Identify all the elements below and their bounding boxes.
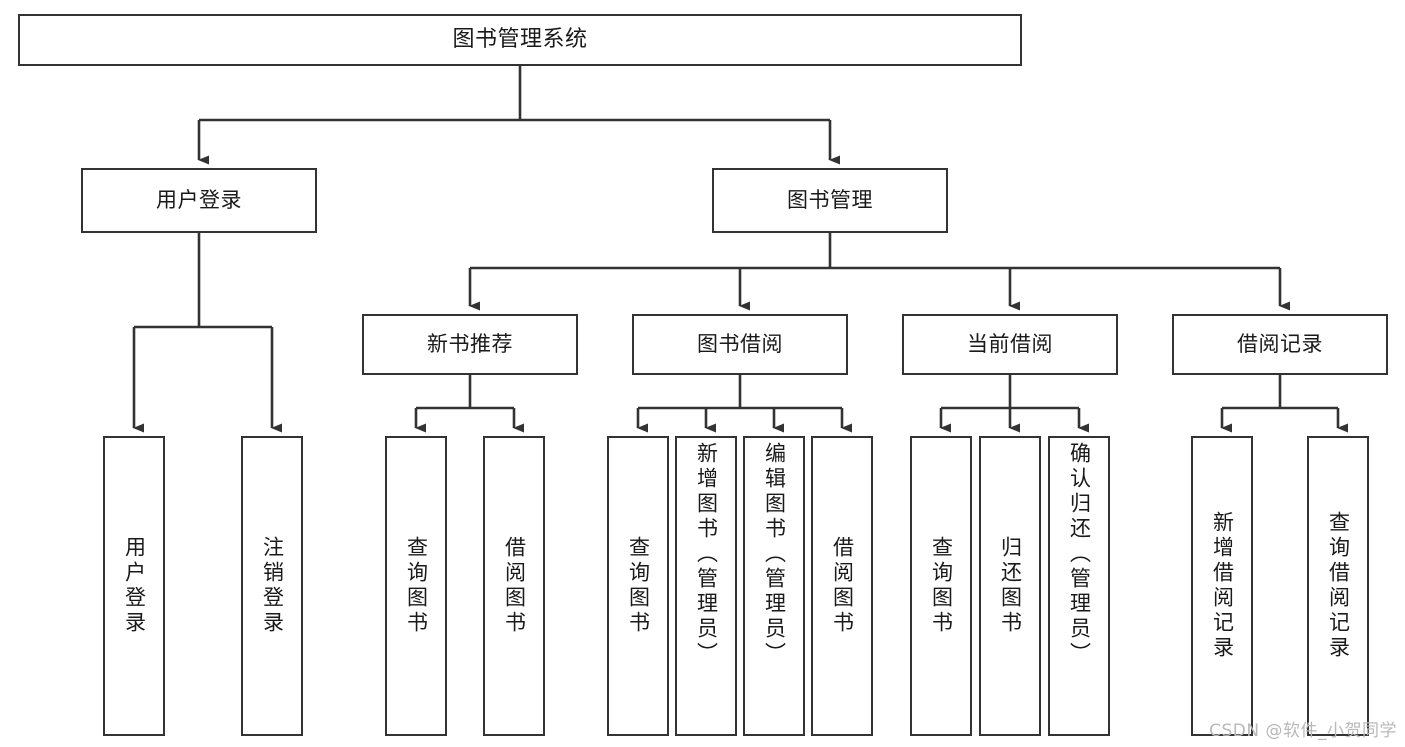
node-leaf-add-book[interactable]: 新增图书（管理员）: [675, 436, 737, 736]
node-book-manage-label: 图书管理: [787, 188, 873, 213]
node-leaf-query-book-2-label: 查询图书: [626, 536, 651, 636]
node-book-borrow[interactable]: 图书借阅: [632, 314, 848, 375]
node-leaf-user-logout-label: 注销登录: [260, 536, 285, 636]
node-leaf-query-record-label: 查询借阅记录: [1326, 511, 1351, 661]
node-leaf-add-book-label: 新增图书（管理员）: [694, 442, 719, 667]
node-user-login-label: 用户登录: [156, 188, 242, 213]
node-root-label: 图书管理系统: [452, 27, 588, 53]
node-leaf-borrow-book-2[interactable]: 借阅图书: [811, 436, 873, 736]
node-leaf-borrow-book-1-label: 借阅图书: [502, 536, 527, 636]
node-current-borrow-label: 当前借阅: [967, 332, 1053, 357]
node-leaf-query-book-2[interactable]: 查询图书: [607, 436, 669, 736]
node-leaf-query-record[interactable]: 查询借阅记录: [1307, 436, 1369, 736]
node-leaf-confirm-return[interactable]: 确认归还（管理员）: [1048, 436, 1110, 736]
node-user-login[interactable]: 用户登录: [81, 168, 317, 233]
node-leaf-user-login-label: 用户登录: [122, 536, 147, 636]
node-leaf-add-record[interactable]: 新增借阅记录: [1191, 436, 1253, 736]
node-new-book-rec-label: 新书推荐: [427, 332, 513, 357]
node-leaf-add-record-label: 新增借阅记录: [1210, 511, 1235, 661]
node-current-borrow[interactable]: 当前借阅: [902, 314, 1118, 375]
node-leaf-query-book-3-label: 查询图书: [929, 536, 954, 636]
node-leaf-user-login[interactable]: 用户登录: [103, 436, 165, 736]
node-leaf-query-book-1[interactable]: 查询图书: [385, 436, 447, 736]
node-leaf-return-book-label: 归还图书: [998, 536, 1023, 636]
node-leaf-edit-book-label: 编辑图书（管理员）: [762, 442, 787, 667]
node-new-book-rec[interactable]: 新书推荐: [362, 314, 578, 375]
node-leaf-query-book-1-label: 查询图书: [404, 536, 429, 636]
node-book-manage[interactable]: 图书管理: [712, 168, 948, 233]
node-leaf-return-book[interactable]: 归还图书: [979, 436, 1041, 736]
node-leaf-user-logout[interactable]: 注销登录: [241, 436, 303, 736]
node-leaf-borrow-book-2-label: 借阅图书: [830, 536, 855, 636]
node-root[interactable]: 图书管理系统: [18, 14, 1022, 66]
node-leaf-edit-book[interactable]: 编辑图书（管理员）: [743, 436, 805, 736]
node-leaf-query-book-3[interactable]: 查询图书: [910, 436, 972, 736]
node-book-borrow-label: 图书借阅: [697, 332, 783, 357]
watermark: CSDN @软件_小贺同学: [1209, 721, 1397, 741]
node-borrow-record-label: 借阅记录: [1237, 332, 1323, 357]
node-borrow-record[interactable]: 借阅记录: [1172, 314, 1388, 375]
node-leaf-borrow-book-1[interactable]: 借阅图书: [483, 436, 545, 736]
node-leaf-confirm-return-label: 确认归还（管理员）: [1067, 442, 1092, 667]
